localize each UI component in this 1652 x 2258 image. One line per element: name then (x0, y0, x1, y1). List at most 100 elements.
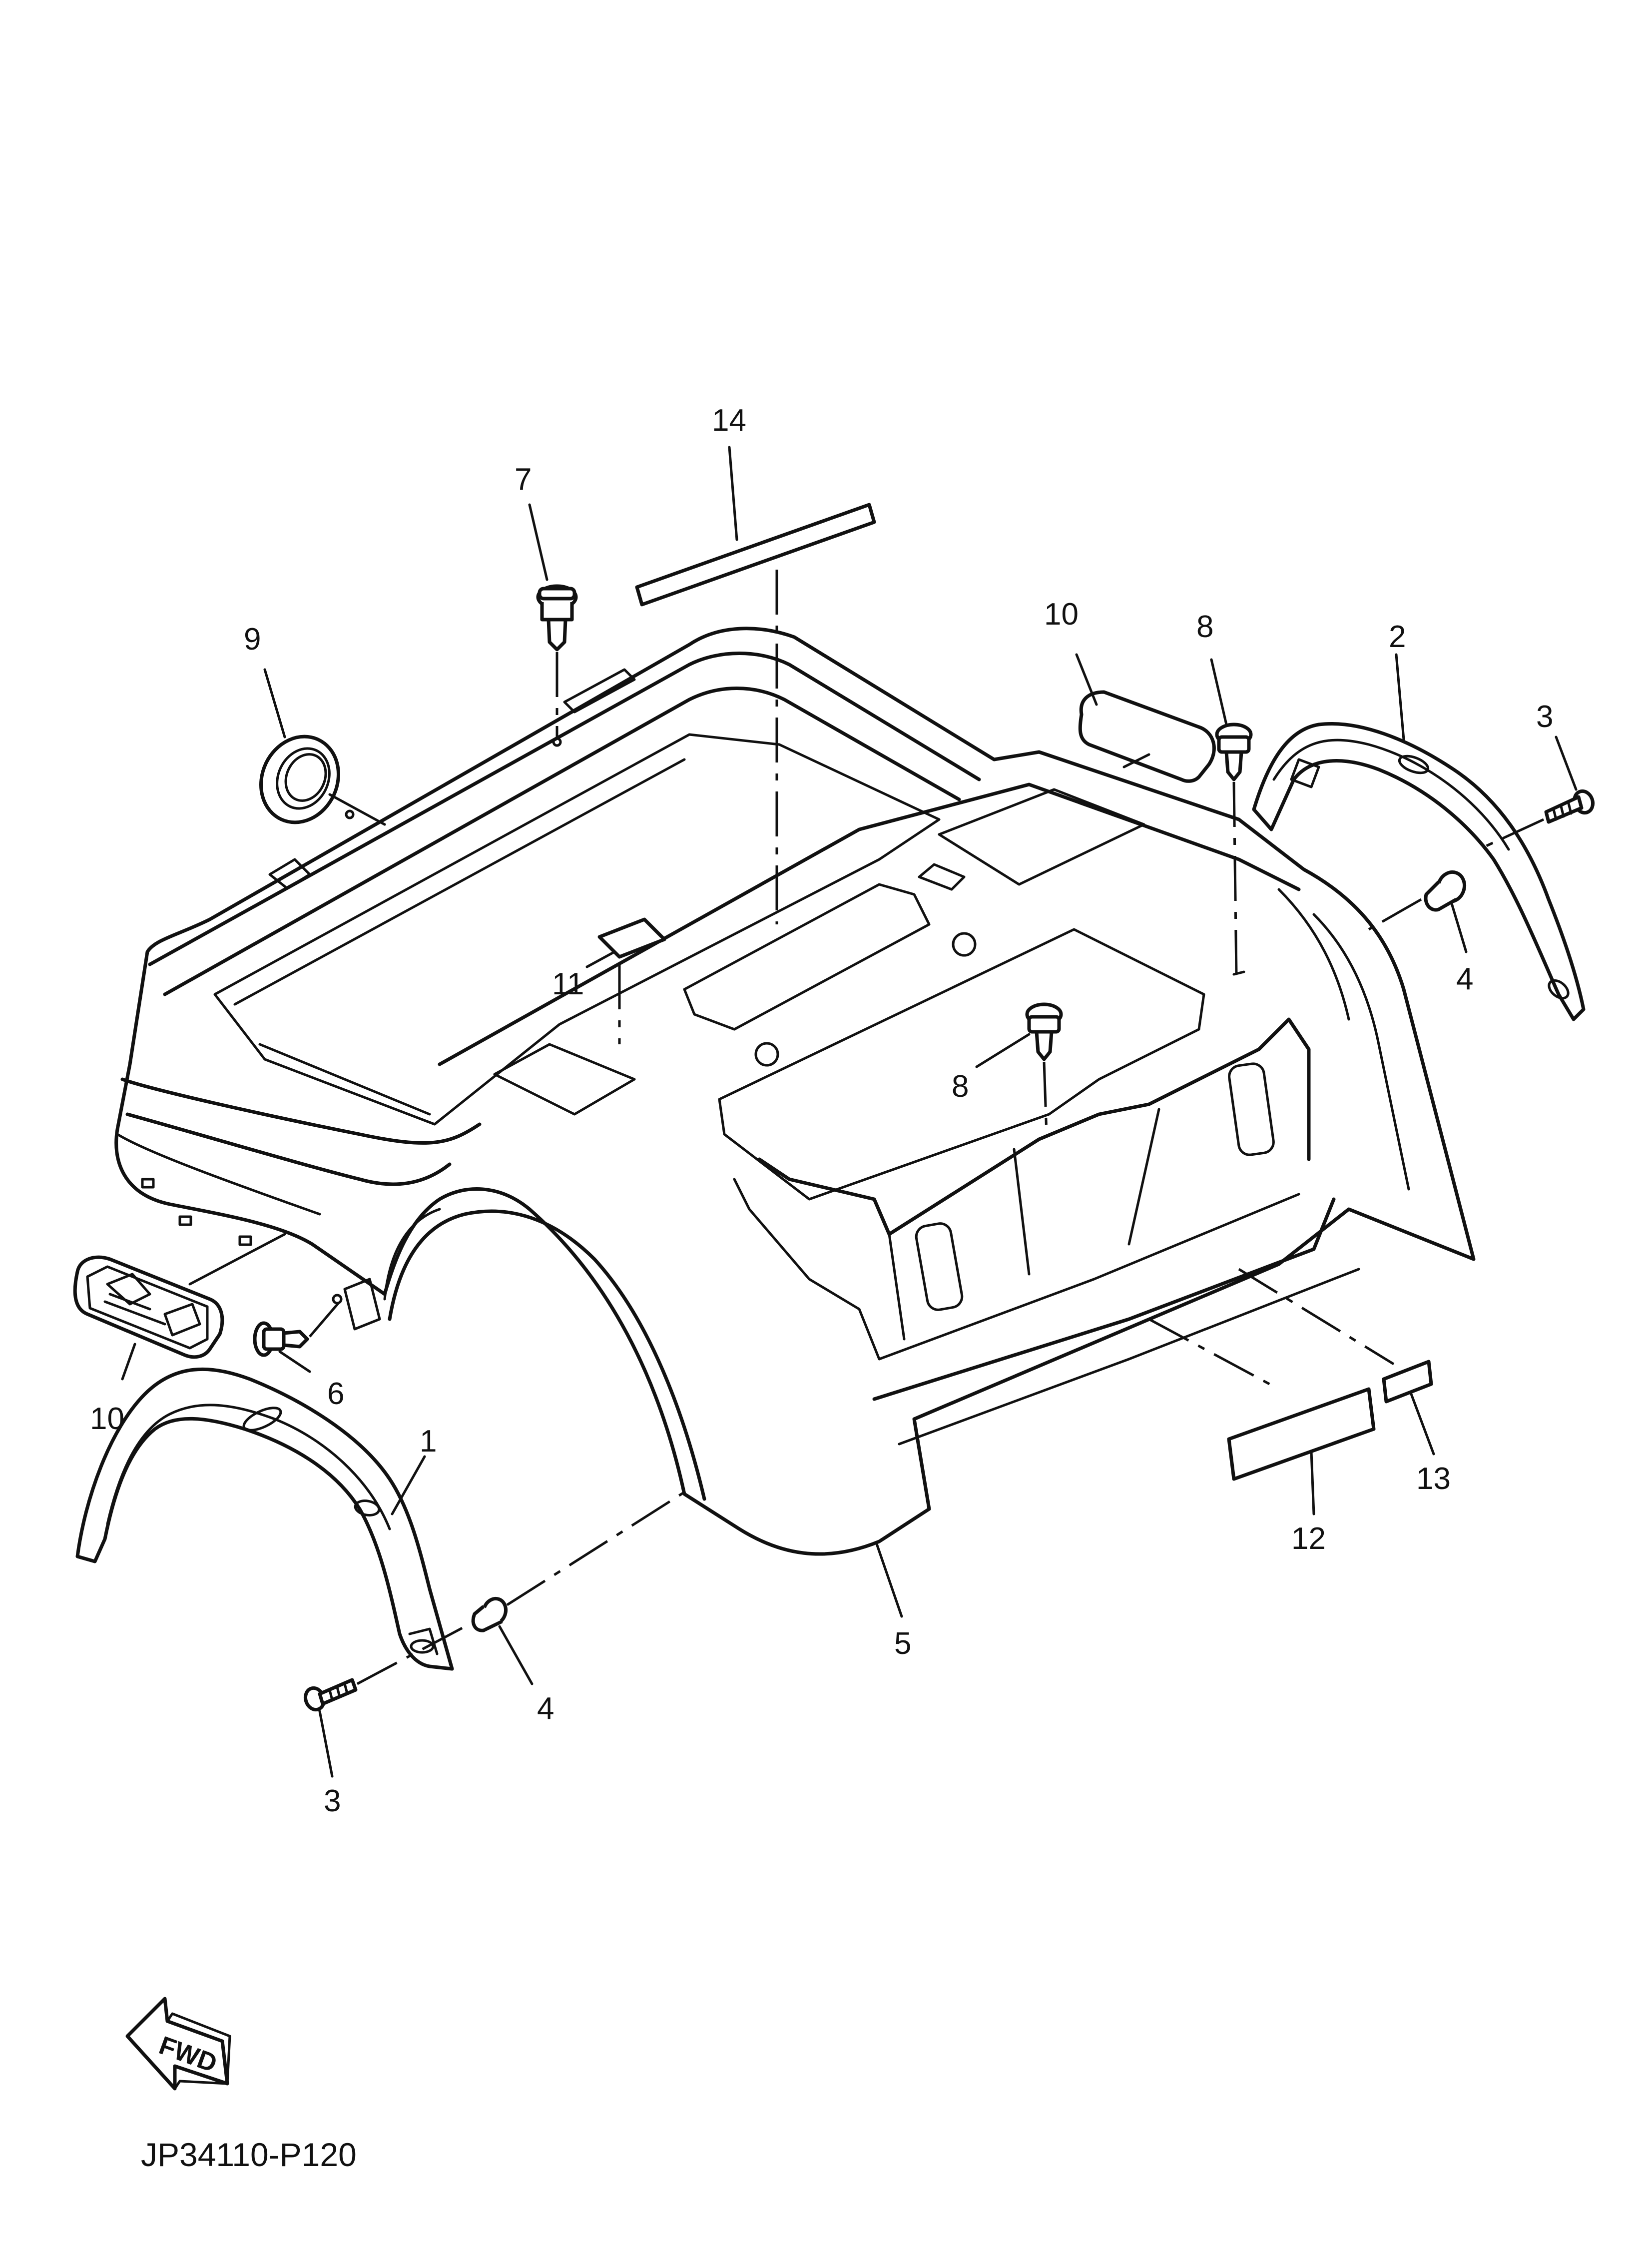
part-13-decal (1382, 1360, 1433, 1404)
deck-tray-main (718, 928, 1205, 1201)
leader-9b (328, 793, 386, 826)
callout-7: 7 (515, 462, 532, 497)
fwd-arrow-icon: FWD (125, 1997, 231, 2091)
leader-10-lower-b (188, 1233, 286, 1286)
rear-fender-body (114, 627, 1476, 1556)
rear-tab-3 (238, 1235, 252, 1246)
leader-10-lower (121, 1343, 136, 1381)
rear-tab-2 (178, 1215, 192, 1226)
leader-7 (528, 503, 549, 581)
bed-floor-lip (233, 758, 686, 1116)
leader-13 (1410, 1393, 1435, 1456)
leader-8-middle (975, 1033, 1031, 1068)
leader-4-right (1450, 900, 1468, 953)
part-8-clip-upper (1215, 723, 1253, 781)
side-box-bottom (733, 1178, 1300, 1361)
wheel-arch-front (388, 1209, 706, 1501)
centerline-4-left (506, 1488, 690, 1606)
side-box-window-right (1228, 1062, 1275, 1156)
bed-rear-rim (148, 652, 981, 966)
deck-hole-right (952, 932, 977, 957)
bed-hole-9 (345, 809, 355, 819)
callout-1: 1 (420, 1424, 437, 1459)
centerline-4-right (1368, 898, 1422, 931)
callout-4-left: 4 (537, 1691, 554, 1726)
side-box-rib-1 (1013, 1148, 1031, 1276)
bed-front-inner-rim (163, 687, 961, 996)
part-14-decal (635, 503, 876, 607)
part-10-decal-top (1078, 690, 1216, 783)
drawing-code: JP34110-P120 (141, 2136, 357, 2173)
callout-2: 2 (1389, 620, 1406, 654)
leader-11 (585, 950, 616, 968)
centerline-12 (1148, 1318, 1280, 1391)
side-box-rib-3 (888, 1233, 906, 1341)
wheel-arch-inner (383, 1208, 441, 1301)
front-tab-hole (332, 1294, 343, 1305)
centerline-6 (309, 1301, 341, 1338)
side-box-rib-2 (1127, 1108, 1160, 1246)
callout-14: 14 (712, 403, 746, 438)
part-10-emblem (73, 1255, 224, 1359)
leader-1 (391, 1455, 426, 1515)
part-12-decal (1227, 1387, 1376, 1481)
callout-10-lower: 10 (90, 1402, 124, 1436)
deck-tray-center (683, 883, 931, 1031)
centerline-8-middle (1043, 1061, 1048, 1135)
fender-outline (114, 627, 1476, 1556)
callout-11: 11 (552, 967, 584, 1001)
leader-5 (875, 1542, 903, 1618)
rear-tab-1 (141, 1178, 155, 1189)
deck-step (918, 863, 966, 891)
fender-skirt-inner (898, 1268, 1360, 1446)
part-11-decal (597, 917, 666, 959)
centerline-8-upper (1232, 781, 1238, 975)
callout-6: 6 (327, 1377, 344, 1411)
leader-10-top (1075, 653, 1098, 706)
deck-hole-left (754, 1042, 779, 1067)
side-box-top (757, 1017, 1311, 1236)
deck-tray-left (493, 1043, 636, 1116)
callout-13: 13 (1416, 1462, 1451, 1496)
centerline-3-right (1478, 818, 1545, 851)
part-2-fender-flare-right (1252, 722, 1586, 1021)
callout-10-top: 10 (1044, 597, 1079, 632)
leader-9 (263, 668, 286, 739)
part-3-screw-left (303, 1678, 358, 1712)
part-4-collar-right (1424, 870, 1466, 912)
centerline-3-left (356, 1620, 476, 1685)
deck-front-ridge (438, 782, 1301, 1066)
part-9-grommet (259, 735, 340, 824)
bed-floor (213, 733, 941, 1126)
leader-3-right (1555, 736, 1578, 791)
callout-4-right: 4 (1456, 962, 1473, 996)
leader-14 (728, 446, 738, 541)
leader-2 (1395, 653, 1405, 741)
part-1-fender-flare-left (75, 1367, 454, 1671)
rear-panel-lower (120, 1077, 482, 1145)
leader-10-top-b (1122, 753, 1150, 768)
leader-4-left (498, 1625, 534, 1685)
part-7-clip (536, 584, 578, 652)
callout-8-upper: 8 (1196, 610, 1213, 644)
fender-right-side (1312, 913, 1410, 1191)
leader-3-left (318, 1710, 334, 1778)
callout-12: 12 (1291, 1521, 1326, 1556)
deck-tray-front (938, 788, 1145, 886)
callout-5: 5 (894, 1626, 911, 1661)
fender-skirt-right (872, 1197, 1336, 1401)
part-8-clip-middle (1025, 1002, 1063, 1061)
side-box-window-left (915, 1222, 964, 1311)
leader-6 (278, 1350, 311, 1373)
rear-panel-edge (125, 1112, 452, 1186)
rear-panel-bumper (116, 1133, 321, 1216)
part-6-clip (253, 1321, 309, 1357)
part-3-screw-right (1544, 789, 1595, 824)
callout-3-right: 3 (1536, 700, 1553, 734)
leader-12 (1310, 1450, 1315, 1515)
leader-8-upper (1210, 658, 1228, 726)
front-tab-left (343, 1278, 381, 1331)
part-4-collar-left (471, 1596, 508, 1632)
